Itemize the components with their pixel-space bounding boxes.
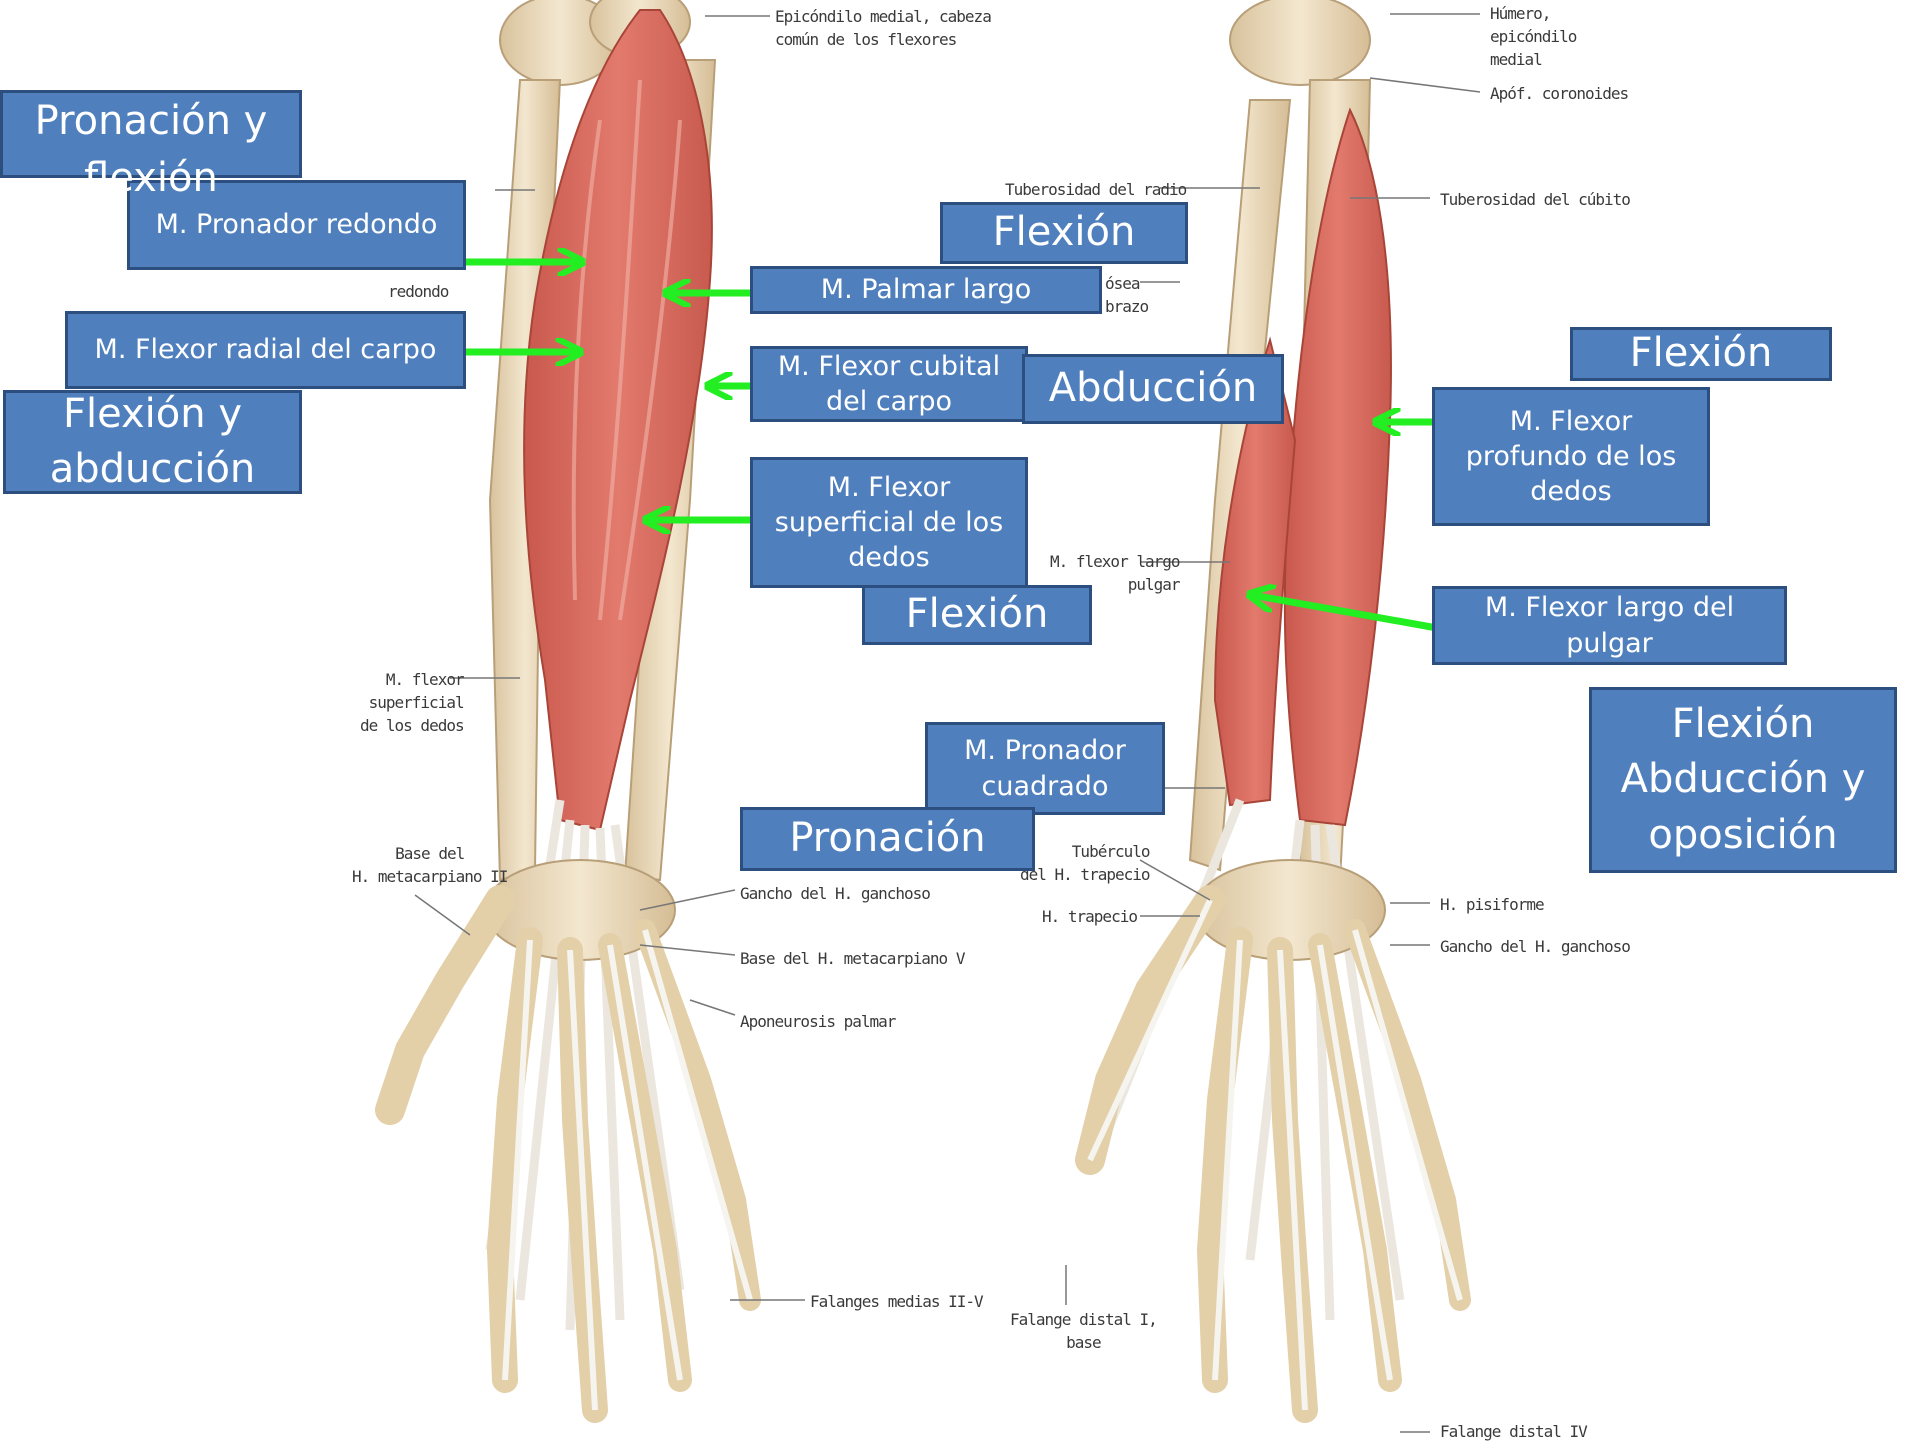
- annotation-trapecio: H. trapecio: [1042, 905, 1137, 928]
- label-pronador-cuadrado: M. Pronador cuadrado: [925, 722, 1165, 815]
- label-flexor-largo-pulgar: M. Flexor largo del pulgar: [1432, 586, 1787, 665]
- annotation-membrana-osea: ósea brazo: [1105, 272, 1148, 318]
- annotation-base-metacarpiano-ii: Base del H. metacarpiano II: [352, 842, 507, 888]
- annotation-aponeurosis-palmar: Aponeurosis palmar: [740, 1010, 895, 1033]
- label-flexor-superficial-dedos: M. Flexor superficial de los dedos: [750, 457, 1028, 588]
- right-humerus-condyle: [1230, 0, 1370, 85]
- label-flexor-profundo-dedos: M. Flexor profundo de los dedos: [1432, 387, 1710, 526]
- label-palmar-largo: M. Palmar largo: [750, 266, 1102, 314]
- annotation-pisiforme: H. pisiforme: [1440, 893, 1544, 916]
- label-flexion-profundo: Flexión: [1570, 327, 1832, 381]
- annotation-tuberculo-trapecio: Tubérculo del H. trapecio: [1020, 840, 1150, 886]
- annotation-tuberosidad-cubito: Tuberosidad del cúbito: [1440, 188, 1630, 211]
- annotation-falanges-medias: Falanges medias II-V: [810, 1290, 983, 1313]
- label-flexion-superficial: Flexión: [862, 585, 1092, 645]
- label-flexion-palmar: Flexión: [940, 202, 1188, 264]
- label-flexion-y-abduccion: Flexión y abducción: [3, 390, 302, 494]
- label-flexion-abduccion-oposicion: Flexión Abducción y oposición: [1589, 687, 1897, 873]
- annotation-epicondilo-medial: Epicóndilo medial, cabeza común de los f…: [775, 5, 991, 51]
- annotation-gancho-ganchoso-right: Gancho del H. ganchoso: [1440, 935, 1630, 958]
- right-flexor-profundo-muscle: [1285, 110, 1391, 825]
- label-abduccion: Abducción: [1022, 354, 1284, 424]
- annotation-humero-epicondilo: Húmero, epicóndilo medial: [1490, 2, 1576, 72]
- label-pronacion-y-flexion: Pronación y flexión: [0, 90, 302, 178]
- annotation-tuberosidad-radio: Tuberosidad del radio: [1005, 178, 1186, 201]
- left-thumb: [390, 900, 500, 1110]
- annotation-flexor-superficial-small: M. flexor superficial de los dedos: [360, 668, 464, 738]
- annotation-base-metacarpiano-v: Base del H. metacarpiano V: [740, 947, 964, 970]
- annotation-falange-distal-i: Falange distal I, base: [1010, 1308, 1157, 1354]
- label-flexor-cubital-carpo: M. Flexor cubital del carpo: [750, 346, 1028, 422]
- label-pronacion: Pronación: [740, 807, 1035, 871]
- annotation-gancho-ganchoso-left: Gancho del H. ganchoso: [740, 882, 930, 905]
- annotation-redondo: redondo: [388, 280, 448, 303]
- label-flexor-radial-carpo: M. Flexor radial del carpo: [65, 311, 466, 389]
- annotation-apof-coronoides: Apóf. coronoides: [1490, 82, 1628, 105]
